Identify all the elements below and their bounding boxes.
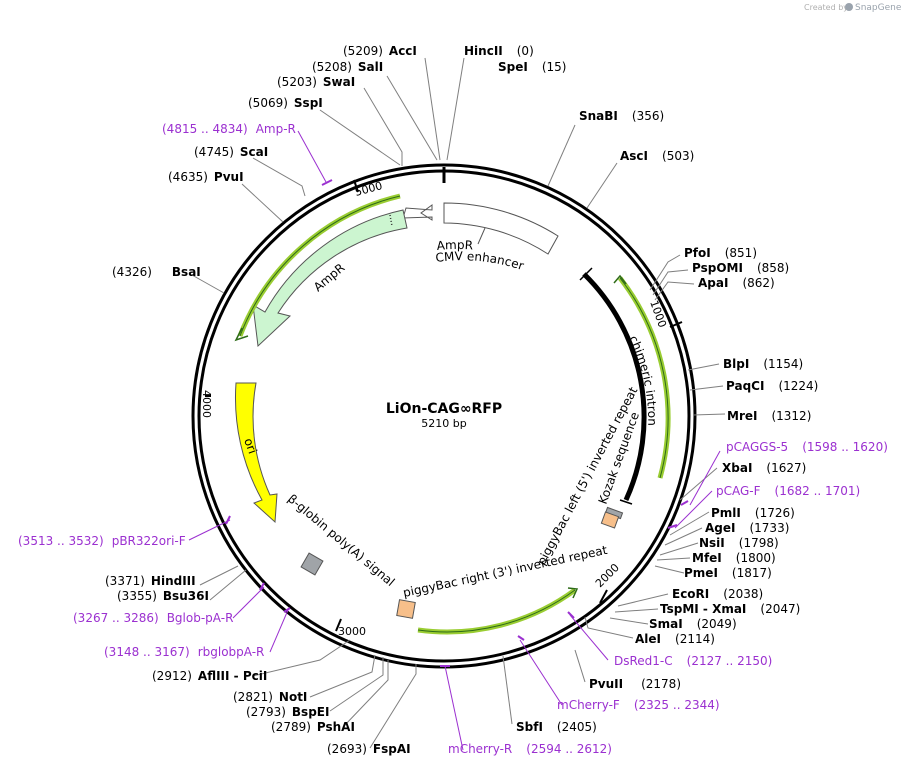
enzyme-site[interactable]: NsiI(1798) xyxy=(699,536,779,550)
feature-label-cmv-enhancer: CMV enhancer xyxy=(435,249,526,273)
ampr-dots xyxy=(389,214,393,227)
primer-markers xyxy=(225,179,689,667)
enzyme-site[interactable]: (4635)PvuI xyxy=(168,170,244,184)
svg-text:β-globin poly(A) signal: β-globin poly(A) signal xyxy=(285,492,397,589)
feature-ori-arrow xyxy=(235,382,278,524)
primer-site[interactable]: mCherry-F(2325 .. 2344) xyxy=(557,698,720,712)
enzyme-site[interactable]: (2793)BspEI xyxy=(246,705,329,719)
enzyme-site[interactable]: (3355)Bsu36I xyxy=(117,589,209,603)
enzyme-site[interactable]: PmeI(1817) xyxy=(684,566,772,580)
feature-ampr-promoter-icon xyxy=(402,204,433,221)
tick-label-5000: 5000 xyxy=(353,179,383,199)
tick-label-4000: 4000 xyxy=(200,390,213,418)
rfp-translation-arc xyxy=(417,587,577,635)
credit-prefix: Created by xyxy=(804,3,848,12)
feature-piggybac-right-box xyxy=(396,599,416,619)
enzyme-site[interactable]: (2912)AflIII - PciI xyxy=(152,669,267,683)
feature-piggybac-left-box xyxy=(600,511,620,529)
enzyme-site[interactable]: HincII(0) xyxy=(464,44,534,58)
intron-end-mark xyxy=(619,499,633,505)
plasmid-size: 5210 bp xyxy=(421,417,466,430)
feature-label-bglobin-polya: β-globin poly(A) signal xyxy=(285,492,397,589)
feature-label-piggybac-left: piggyBac left (5') inverted repeat xyxy=(534,384,640,567)
cag-arrowhead xyxy=(613,274,627,285)
plasmid-name: LiOn-CAG∞RFP xyxy=(386,401,502,417)
enzyme-site[interactable]: (4745)ScaI xyxy=(194,145,268,159)
enzyme-site[interactable]: MreI(1312) xyxy=(727,409,811,423)
enzyme-site[interactable]: (5069)SspI xyxy=(248,96,323,110)
cag-promoter-arc-line xyxy=(619,277,669,479)
enzyme-site[interactable]: (4326)BsaI xyxy=(112,265,201,279)
snapgene-logo-icon xyxy=(845,3,853,11)
primer-site[interactable]: (3148 .. 3167)rbglobpA-R xyxy=(104,645,264,659)
enzyme-site[interactable]: PvuII(2178) xyxy=(589,677,681,691)
enzyme-site[interactable]: BlpI(1154) xyxy=(723,357,803,371)
enzyme-site[interactable]: (2789)PshAI xyxy=(271,720,355,734)
enzyme-leader-lines xyxy=(191,57,726,749)
feature-cmv-enhancer-arrow xyxy=(443,202,559,255)
enzyme-site[interactable]: (5208)SalI xyxy=(312,60,383,74)
enzyme-labels: (5209)AccI HincII(0) (5208)SalI SpeI(15)… xyxy=(105,44,818,756)
enzyme-site[interactable]: (5209)AccI xyxy=(343,44,417,58)
svg-text:piggyBac left (5') inverted re: piggyBac left (5') inverted repeat xyxy=(534,384,640,567)
cmv-enhancer-leader xyxy=(477,227,486,245)
enzyme-site[interactable]: SbfI(2405) xyxy=(516,720,597,734)
svg-text:CMV enhancer: CMV enhancer xyxy=(435,249,526,273)
enzyme-site[interactable]: EcoRI(2038) xyxy=(672,587,763,601)
enzyme-site[interactable]: PmlI(1726) xyxy=(711,506,795,520)
primer-labels: (4815 .. 4834)Amp-R pCAGGS-5(1598 .. 162… xyxy=(18,122,888,756)
feature-ampr-arrow xyxy=(252,209,408,348)
enzyme-site[interactable]: PaqCI(1224) xyxy=(726,379,818,393)
enzyme-site[interactable]: XbaI(1627) xyxy=(722,461,806,475)
ampr-translation-arc-line xyxy=(239,195,401,337)
enzyme-site[interactable]: MfeI(1800) xyxy=(692,551,776,565)
primer-site[interactable]: DsRed1-C(2127 .. 2150) xyxy=(614,654,772,668)
enzyme-site[interactable]: SnaBI(356) xyxy=(579,109,664,123)
enzyme-site[interactable]: SmaI(2049) xyxy=(649,617,737,631)
primer-site[interactable]: mCherry-R(2594 .. 2612) xyxy=(448,742,612,756)
feature-bglobin-polya-box xyxy=(300,552,324,576)
tick-label-3000: 3000 xyxy=(338,625,366,638)
intron-start-mark xyxy=(579,267,593,281)
primer-leader-lines xyxy=(188,130,721,751)
enzyme-site[interactable]: TspMI - XmaI(2047) xyxy=(660,602,800,616)
enzyme-site[interactable]: (5203)SwaI xyxy=(277,75,355,89)
rfp-translation-arc-line xyxy=(417,589,576,633)
feature-label-ori: ori xyxy=(241,436,259,455)
svg-text:piggyBac right (3') inverted r: piggyBac right (3') inverted repeat xyxy=(402,543,609,600)
enzyme-site[interactable]: (2693)FspAI xyxy=(327,742,411,756)
enzyme-site[interactable]: AscI(503) xyxy=(620,149,694,163)
primer-site[interactable]: (3267 .. 3286)Bglob-pA-R xyxy=(73,611,233,625)
tick-marks xyxy=(205,179,683,632)
rfp-arrowhead xyxy=(567,587,579,599)
feature-label-piggybac-right: piggyBac right (3') inverted repeat xyxy=(402,543,609,600)
primer-site[interactable]: (4815 .. 4834)Amp-R xyxy=(162,122,296,136)
svg-text:ori: ori xyxy=(241,436,259,455)
primer-site[interactable]: pCAGGS-5(1598 .. 1620) xyxy=(726,440,888,454)
enzyme-site[interactable]: AleI(2114) xyxy=(635,632,715,646)
primer-site[interactable]: (3513 .. 3532)pBR322ori-F xyxy=(18,534,186,548)
credit-brand: SnapGene xyxy=(855,3,902,13)
enzyme-site[interactable]: (2821)NotI xyxy=(233,690,307,704)
feature-chimeric-intron-bar xyxy=(582,272,647,502)
enzyme-site[interactable]: PspOMI(858) xyxy=(692,261,789,275)
enzyme-site[interactable]: (3371)HindIII xyxy=(105,574,196,588)
enzyme-site[interactable]: AgeI(1733) xyxy=(705,521,789,535)
enzyme-site[interactable]: SpeI(15) xyxy=(498,60,566,74)
enzyme-site[interactable]: PfoI(851) xyxy=(684,246,757,260)
tick-label-2000: 2000 xyxy=(593,561,622,590)
enzyme-site[interactable]: ApaI(862) xyxy=(698,276,775,290)
ampr-arrowhead xyxy=(234,327,249,342)
primer-site[interactable]: pCAG-F(1682 .. 1701) xyxy=(716,484,860,498)
